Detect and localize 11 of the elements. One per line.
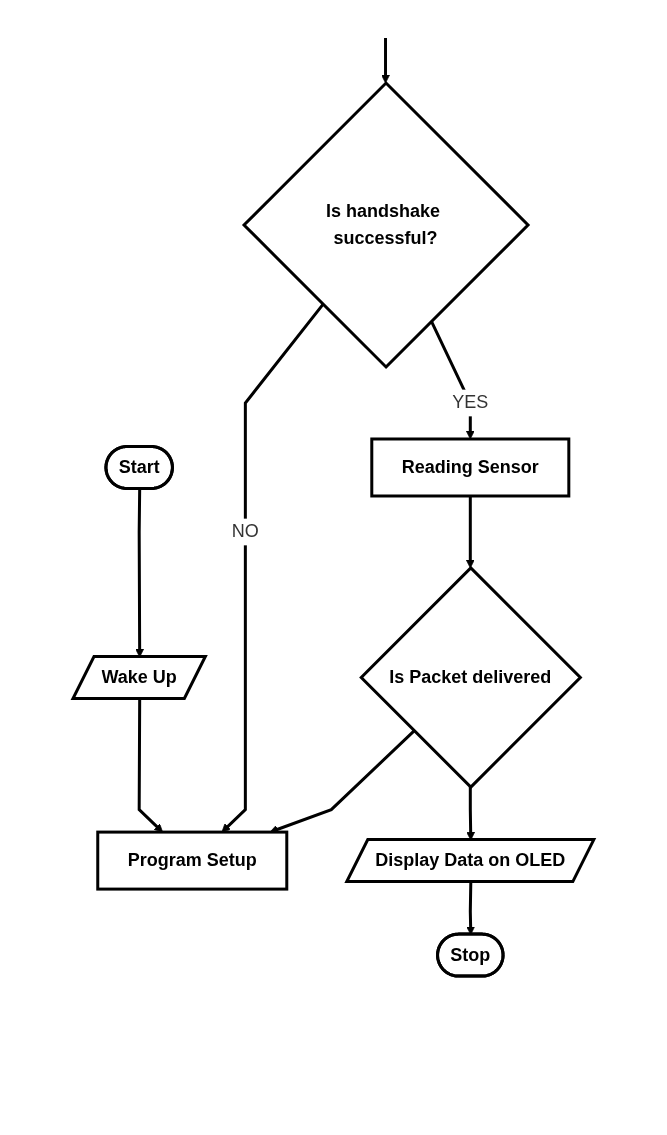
arrow <box>221 303 325 833</box>
node-diamond: Is Packet delivered <box>359 565 583 790</box>
edge-label: YES <box>452 392 489 413</box>
arrow <box>466 496 475 569</box>
node-diamond: Is handshake successful? <box>242 80 531 370</box>
node-box: Reading Sensor <box>370 437 571 498</box>
edge-label: NO <box>231 521 259 542</box>
arrow <box>137 699 164 833</box>
arrow <box>381 38 390 84</box>
arrow <box>466 882 476 935</box>
node-box: Program Setup <box>96 830 289 891</box>
